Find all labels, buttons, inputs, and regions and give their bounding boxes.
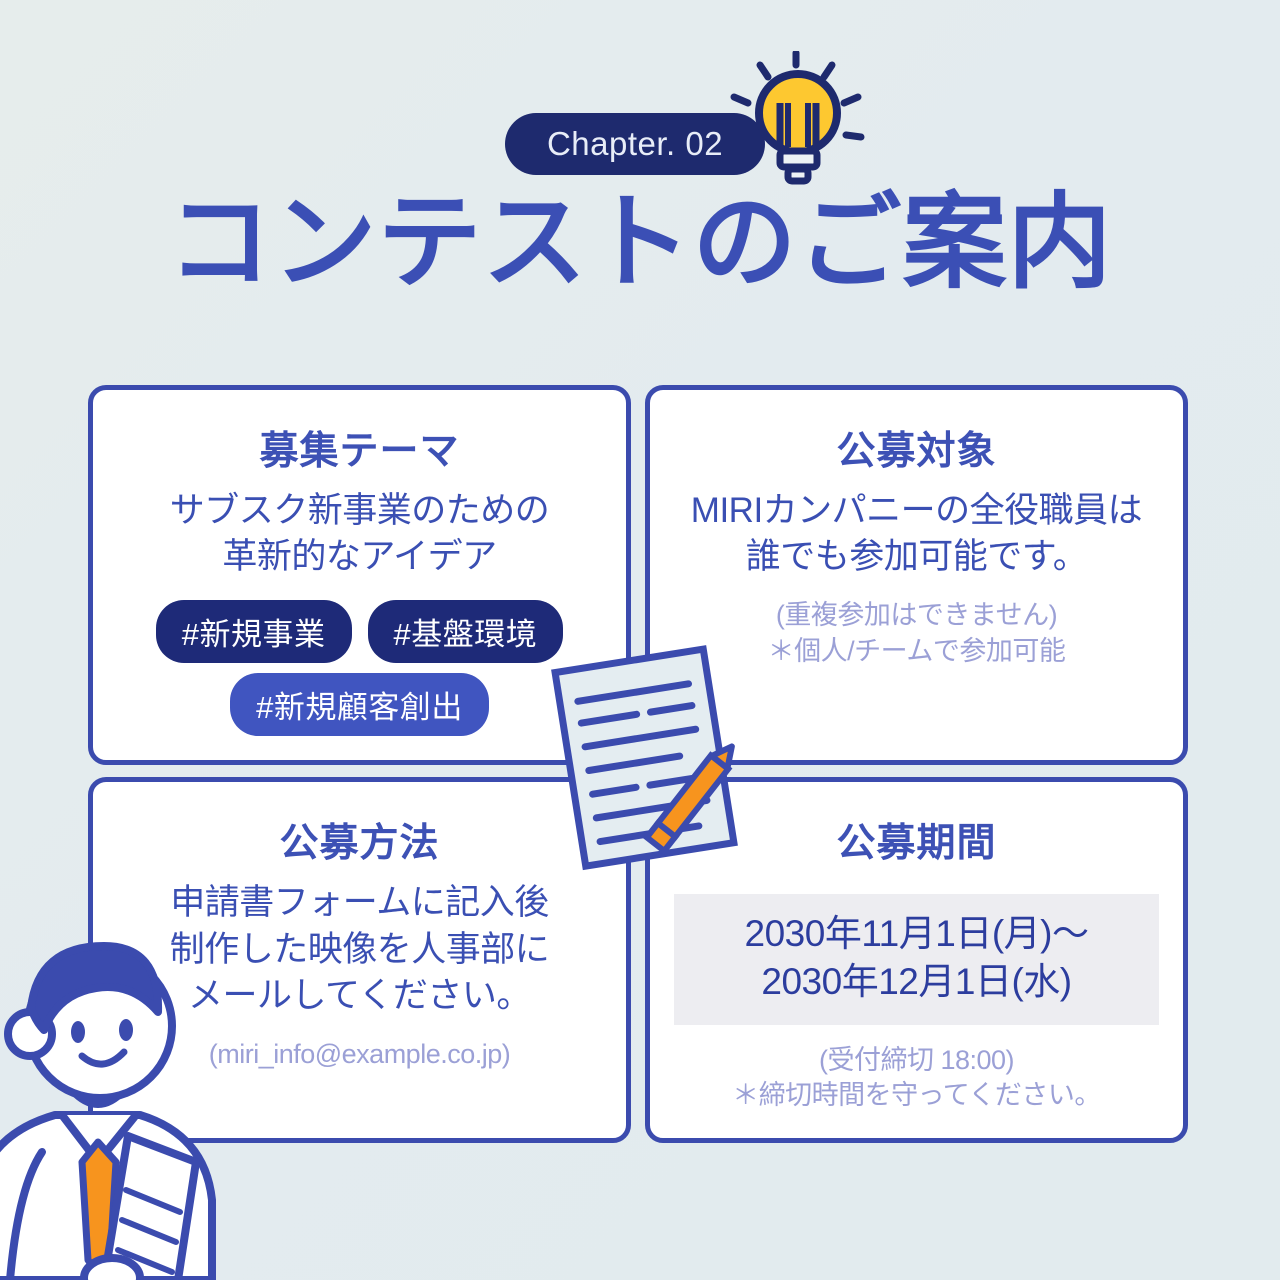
note-line: ＊個人/チームで参加可能	[767, 636, 1066, 666]
card-title: 募集テーマ	[259, 430, 460, 473]
chapter-badge-label: Chapter. 02	[546, 125, 724, 162]
note-line: ＊締切時間を守ってください。	[732, 1080, 1101, 1111]
card-note: (受付締切 18:00) ＊締切時間を守ってください。	[732, 1043, 1101, 1114]
chapter-badge: Chapter. 02	[505, 113, 765, 175]
body-line: 制作した映像を人事部に	[169, 929, 550, 969]
chapter-badge-row: Chapter. 02	[0, 51, 1280, 185]
card-how-to-apply: 公募方法 申請書フォームに記入後 制作した映像を人事部に メールしてください。 …	[88, 777, 631, 1143]
note-line: (受付締切 18:00)	[818, 1044, 1015, 1075]
card-title: 公募方法	[279, 822, 440, 866]
body-line: メールしてください。	[188, 975, 531, 1015]
tag-new-business[interactable]: #新規事業	[155, 600, 352, 664]
card-eligibility: 公募対象 MIRIカンパニーの全役職員は 誰でも参加可能です。 (重複参加はでき…	[645, 385, 1188, 766]
card-recruit-theme: 募集テーマ サブスク新事業のための 革新的なアイデア #新規事業 #基盤環境 #…	[88, 385, 631, 766]
body-line: MIRIカンパニーの全役職員は	[690, 491, 1143, 530]
info-card-grid: 募集テーマ サブスク新事業のための 革新的なアイデア #新規事業 #基盤環境 #…	[88, 385, 1188, 1143]
date-line-start: 2030年11月1日(月)〜	[744, 913, 1089, 955]
card-title: 公募対象	[836, 430, 997, 473]
contact-email[interactable]: (miri_info@example.co.jp)	[208, 1038, 511, 1069]
card-body: サブスク新事業のための 革新的なアイデア	[170, 488, 550, 580]
body-line: 申請書フォームに記入後	[170, 883, 549, 923]
page-title: コンテストのご案内	[167, 185, 1113, 301]
card-body: 申請書フォームに記入後 制作した映像を人事部に メールしてください。	[170, 880, 550, 1019]
card-body: MIRIカンパニーの全役職員は 誰でも参加可能です。	[690, 488, 1143, 580]
card-note: (重複参加はできません) ＊個人/チームで参加可能	[768, 598, 1066, 669]
lightbulb-icon	[730, 51, 865, 185]
tag-new-customer[interactable]: #新規顧客創出	[230, 673, 489, 737]
date-highlight-band: 2030年11月1日(月)〜 2030年12月1日(水)	[674, 894, 1159, 1025]
body-line: 誰でも参加可能です。	[745, 537, 1088, 577]
tag-infrastructure[interactable]: #基盤環境	[367, 600, 564, 664]
body-line: サブスク新事業のための	[169, 491, 550, 530]
date-line-end: 2030年12月1日(水)	[761, 961, 1072, 1003]
note-line: (重複参加はできません)	[775, 600, 1058, 631]
body-line: 革新的なアイデア	[222, 537, 497, 577]
card-note: (miri_info@example.co.jp)	[209, 1037, 511, 1073]
card-title: 公募期間	[836, 822, 997, 866]
card-application-period: 公募期間 2030年11月1日(月)〜 2030年12月1日(水) (受付締切 …	[645, 777, 1188, 1143]
tag-list: #新規事業 #基盤環境 #新規顧客創出	[117, 600, 602, 737]
